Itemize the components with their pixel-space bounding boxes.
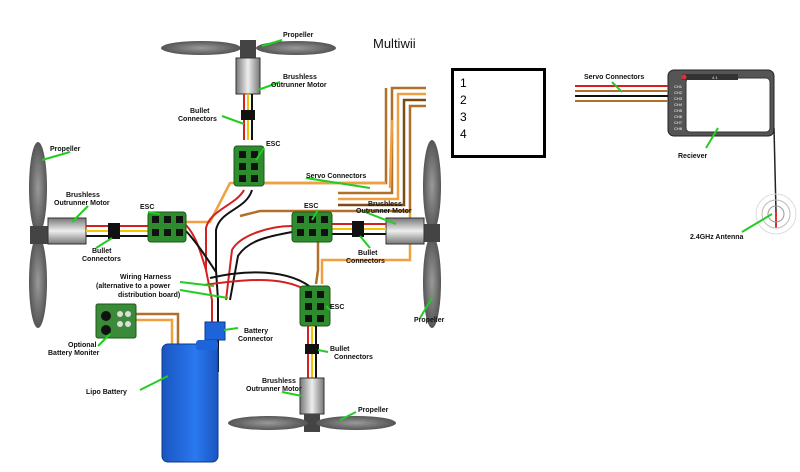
callout-lines [41, 39, 773, 421]
propeller-left-bottom-blade [29, 236, 47, 328]
motor-bottom-body [299, 377, 325, 415]
label-motor-left-1: Brushless [66, 192, 100, 199]
label-esc-bottom: ESC [330, 304, 344, 311]
label-battery-monitor-1: Optional [68, 342, 96, 349]
lipo-battery [161, 343, 219, 463]
list-item-2: 2 [460, 93, 467, 107]
motor-left-assembly [29, 142, 187, 328]
propeller-bottom-right-blade [316, 416, 396, 430]
motor-top-body [235, 57, 261, 95]
label-lipo-battery: Lipo Battery [86, 389, 127, 396]
label-esc-right: ESC [304, 203, 318, 210]
label-antenna: 2.4GHz Antenna [690, 234, 744, 241]
list-item-3: 3 [460, 110, 467, 124]
label-bullet-right-2: Connectors [346, 258, 385, 265]
propeller-right-top-blade [423, 140, 441, 232]
battery-connector [204, 321, 226, 341]
antenna-signal-rings [767, 205, 785, 223]
label-receiver: Reciever [678, 153, 707, 160]
label-bullet-left-2: Connectors [82, 256, 121, 263]
label-propeller-right: Propeller [414, 317, 445, 324]
propeller-right-bottom-blade [423, 236, 441, 328]
label-bullet-right-1: Bullet [358, 250, 378, 257]
battery-assembly [95, 303, 226, 463]
servo-wires [136, 86, 426, 372]
esc-bottom [299, 285, 331, 327]
svg-text:4.1: 4.1 [712, 75, 718, 80]
power-harness [185, 189, 315, 372]
label-motor-top-1: Brushless [283, 74, 317, 81]
label-propeller-top: Propeller [283, 32, 314, 39]
receiver-channel-label: CH7 [674, 120, 683, 125]
esc-top [233, 145, 265, 187]
page-title: Multiwii [373, 36, 416, 51]
label-bullet-left-1: Bullet [92, 248, 112, 255]
motor-right-assembly [291, 140, 441, 328]
label-battery-connector-2: Connector [238, 336, 273, 343]
label-battery-monitor-2: Battery Moniter [48, 350, 100, 357]
label-bullet-bottom-2: Connectors [334, 354, 373, 361]
label-propeller-left: Propeller [50, 146, 81, 153]
label-wiring-harness-1: Wiring Harness [120, 274, 171, 281]
receiver-channel-label: CH3 [674, 96, 683, 101]
label-wiring-harness-2: (alternative to a power [96, 283, 171, 290]
propeller-top-left-blade [161, 41, 241, 55]
label-bullet-top-2: Connectors [178, 116, 217, 123]
label-wiring-harness-3: distribution board) [118, 292, 180, 299]
label-motor-bottom-1: Brushless [262, 378, 296, 385]
motor-bottom-assembly [228, 285, 396, 432]
propeller-left-top-blade [29, 142, 47, 234]
label-bullet-top-1: Bullet [190, 108, 210, 115]
motor-top-assembly [161, 40, 336, 187]
propeller-top-right-blade [256, 41, 336, 55]
label-motor-right-1: Brushless [368, 201, 402, 208]
label-bullet-bottom-1: Bullet [330, 346, 350, 353]
label-motor-right-2: Outrunner Motor [356, 208, 412, 215]
motor-left-body [47, 217, 87, 245]
label-battery-connector-1: Battery [244, 328, 268, 335]
list-item-1: 1 [460, 76, 467, 90]
propeller-bottom-left-blade [228, 416, 308, 430]
label-esc-left: ESC [140, 204, 154, 211]
label-motor-left-2: Outrunner Motor [54, 200, 110, 207]
receiver-channel-label: CH6 [674, 114, 683, 119]
receiver-channel-label: CH1 [674, 84, 683, 89]
label-servo-connectors-main: Servo Connectors [306, 173, 366, 180]
receiver-channel-label: CH2 [674, 90, 683, 95]
label-esc-top: ESC [266, 141, 280, 148]
label-propeller-bottom: Propeller [358, 407, 389, 414]
list-item-4: 4 [460, 127, 467, 141]
diagram-labels: Propeller Brushless Outrunner Motor Bull… [48, 32, 744, 414]
label-motor-top-2: Outrunner Motor [271, 82, 327, 89]
receiver-channel-label: CH5 [674, 108, 683, 113]
numbered-list-box: 1 2 3 4 [451, 68, 546, 158]
label-servo-connectors-receiver: Servo Connectors [584, 74, 644, 81]
label-motor-bottom-2: Outrunner Motor [246, 386, 302, 393]
receiver-channel-label: CH4 [674, 102, 683, 107]
receiver-channel-label: CH8 [674, 126, 683, 131]
